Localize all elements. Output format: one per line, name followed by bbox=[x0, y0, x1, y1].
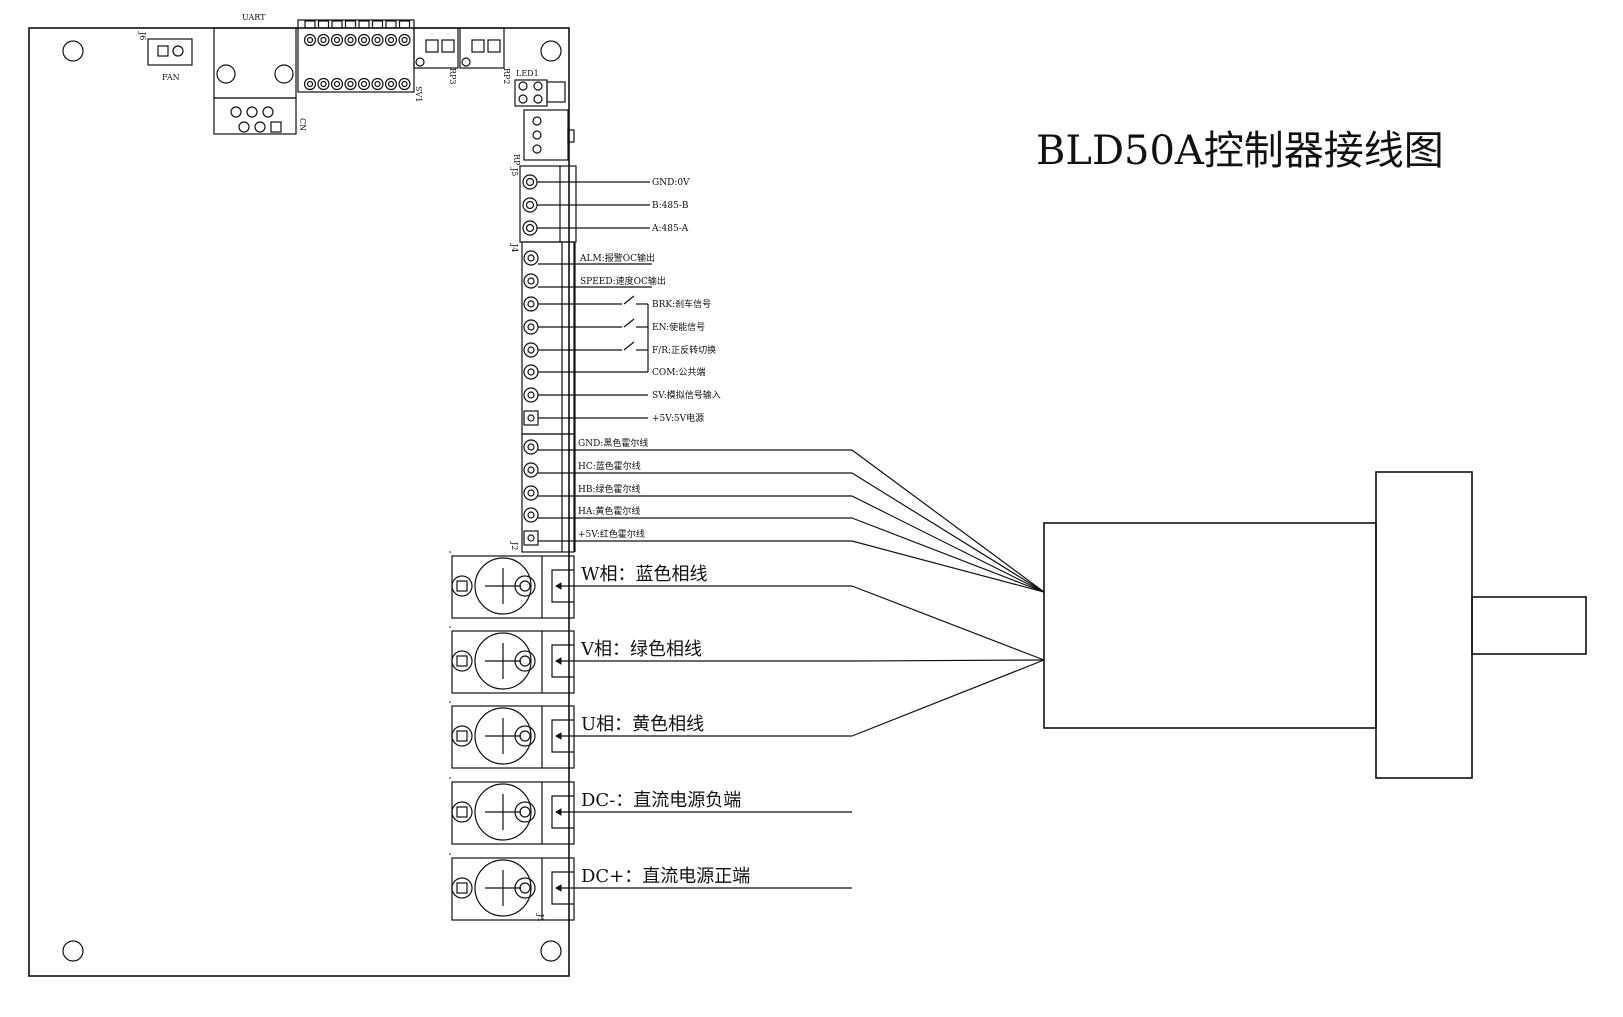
j4-pin bbox=[523, 364, 539, 380]
j2-pin bbox=[523, 485, 539, 501]
sv1-pin bbox=[384, 77, 398, 91]
controller-board bbox=[28, 27, 570, 977]
mounting-hole bbox=[540, 940, 562, 962]
j4-pin-label: SPEED:速度OC输出 bbox=[580, 275, 666, 287]
sv1-pin bbox=[357, 77, 371, 91]
j2-pin-label: HB:绿色霍尔线 bbox=[578, 483, 641, 495]
j5-pin bbox=[522, 220, 538, 236]
sv1-pin bbox=[317, 77, 330, 91]
j5-pin-label: B:485-B bbox=[652, 201, 689, 211]
rp3-label: RP3 bbox=[448, 68, 457, 85]
j4-pin bbox=[523, 250, 539, 266]
sv1-pin bbox=[303, 33, 317, 47]
j5-pin-label: A:485-A bbox=[651, 224, 689, 234]
sv1-pin bbox=[384, 33, 398, 47]
j1-terminal-label: U相：黄色相线 bbox=[581, 714, 704, 735]
fan-connector: J6 FAN bbox=[138, 31, 193, 82]
sv1-pin bbox=[317, 33, 330, 47]
j1-terminal-label: DC+：直流电源正端 bbox=[581, 866, 750, 887]
j4-pin bbox=[523, 387, 539, 403]
rp-connector: RP bbox=[512, 109, 575, 166]
j1-terminal-label: W相：蓝色相线 bbox=[581, 564, 708, 585]
sv1-pin bbox=[371, 77, 384, 91]
j1-label: J1 bbox=[536, 913, 545, 922]
sv1-pin bbox=[357, 33, 371, 47]
rp2-label: RP2 bbox=[502, 68, 511, 85]
diagram-title: BLD50A控制器接线图 bbox=[1036, 128, 1444, 174]
j6-label: J6 bbox=[138, 31, 147, 40]
j1-terminal-label: DC-：直流电源负端 bbox=[581, 790, 741, 811]
j4-connector: J4 ALM:报警OC输出 SPEED:速度OC输出 BRK:刹车信号 EN:使能信号… bbox=[510, 241, 721, 435]
motor-flange bbox=[1375, 471, 1473, 779]
j4-pin-label: EN:使能信号 bbox=[652, 321, 705, 333]
uart-connector: UART CN bbox=[213, 13, 307, 135]
sv1-label: SV1 bbox=[414, 86, 423, 102]
sv1-pin bbox=[303, 77, 317, 91]
j4-pin bbox=[523, 296, 539, 312]
rp-label: RP bbox=[512, 154, 521, 166]
mounting-hole bbox=[62, 40, 84, 62]
j2-pin bbox=[523, 530, 539, 546]
cn-label: CN bbox=[298, 118, 307, 131]
j4-pin-label: ALM:报警OC输出 bbox=[579, 252, 655, 264]
j5-pin bbox=[522, 197, 538, 213]
j1-terminal-label: V相：绿色相线 bbox=[580, 639, 702, 660]
j4-label: J4 bbox=[510, 243, 519, 252]
sv1-pin bbox=[330, 77, 344, 91]
j2-pin-label: HC:蓝色霍尔线 bbox=[578, 460, 641, 472]
j1-terminal bbox=[451, 781, 575, 845]
motor bbox=[1043, 471, 1587, 779]
sv1-pin bbox=[344, 77, 357, 91]
j2-pin-label: +5V:红色霍尔线 bbox=[578, 528, 645, 540]
sv1-pin bbox=[344, 33, 357, 47]
j4-pin bbox=[523, 319, 539, 335]
j2-pin bbox=[523, 439, 539, 455]
j4-pin-label: F/R:正反转切换 bbox=[652, 344, 716, 356]
j1-terminal bbox=[451, 630, 575, 694]
j5-pin bbox=[522, 174, 538, 190]
j4-pin bbox=[523, 342, 539, 358]
uart-label: UART bbox=[242, 13, 266, 22]
j4-pin bbox=[523, 410, 539, 426]
motor-body bbox=[1043, 522, 1377, 729]
j2-label: J2 bbox=[510, 541, 519, 550]
rp2-potentiometer: RP2 bbox=[459, 27, 511, 85]
j2-pin-label: HA:黄色霍尔线 bbox=[578, 505, 640, 517]
j4-pin-label: +5V:5V电源 bbox=[652, 412, 704, 424]
j2-pin bbox=[523, 507, 539, 523]
fan-label: FAN bbox=[162, 73, 180, 82]
j1-terminal bbox=[451, 555, 575, 619]
j1-terminal-block: W相：蓝色相线 V相：绿色相线 U相：黄色相线 DC-：直流电源负端 DC+：直流电源正… bbox=[449, 551, 750, 922]
j2-pin bbox=[523, 462, 539, 478]
j2-connector: J2 GND:黑色霍尔线 HC:蓝色霍尔线 HB:绿色霍尔线 HA:黄色霍尔线 +5V:… bbox=[510, 433, 648, 553]
led1-label: LED1 bbox=[516, 69, 539, 78]
motor-shaft bbox=[1471, 596, 1587, 655]
mounting-hole bbox=[540, 40, 562, 62]
j2-pin-label: GND:黑色霍尔线 bbox=[578, 437, 648, 449]
led1: LED1 bbox=[514, 69, 566, 107]
j4-pin-label: BRK:刹车信号 bbox=[652, 298, 711, 310]
j5-pin-label: GND:0V bbox=[652, 178, 690, 188]
sv1-pin bbox=[371, 33, 384, 47]
j4-pin-label: COM:公共端 bbox=[652, 366, 706, 378]
sv1-pin bbox=[398, 33, 411, 47]
mounting-hole bbox=[62, 940, 84, 962]
sv1-pin bbox=[330, 33, 344, 47]
j4-pin-label: SV:模拟信号输入 bbox=[652, 389, 721, 401]
j5-label: J5 bbox=[510, 167, 519, 176]
j5-connector: J5 GND:0V B:485-B A:485-A bbox=[510, 165, 690, 243]
rp3-potentiometer: RP3 bbox=[413, 27, 459, 85]
sv1-terminal: SV1 bbox=[297, 19, 423, 102]
j1-terminal bbox=[451, 857, 575, 921]
j4-pin bbox=[523, 273, 539, 289]
j1-terminal bbox=[451, 705, 575, 769]
sv1-pin bbox=[398, 77, 411, 91]
